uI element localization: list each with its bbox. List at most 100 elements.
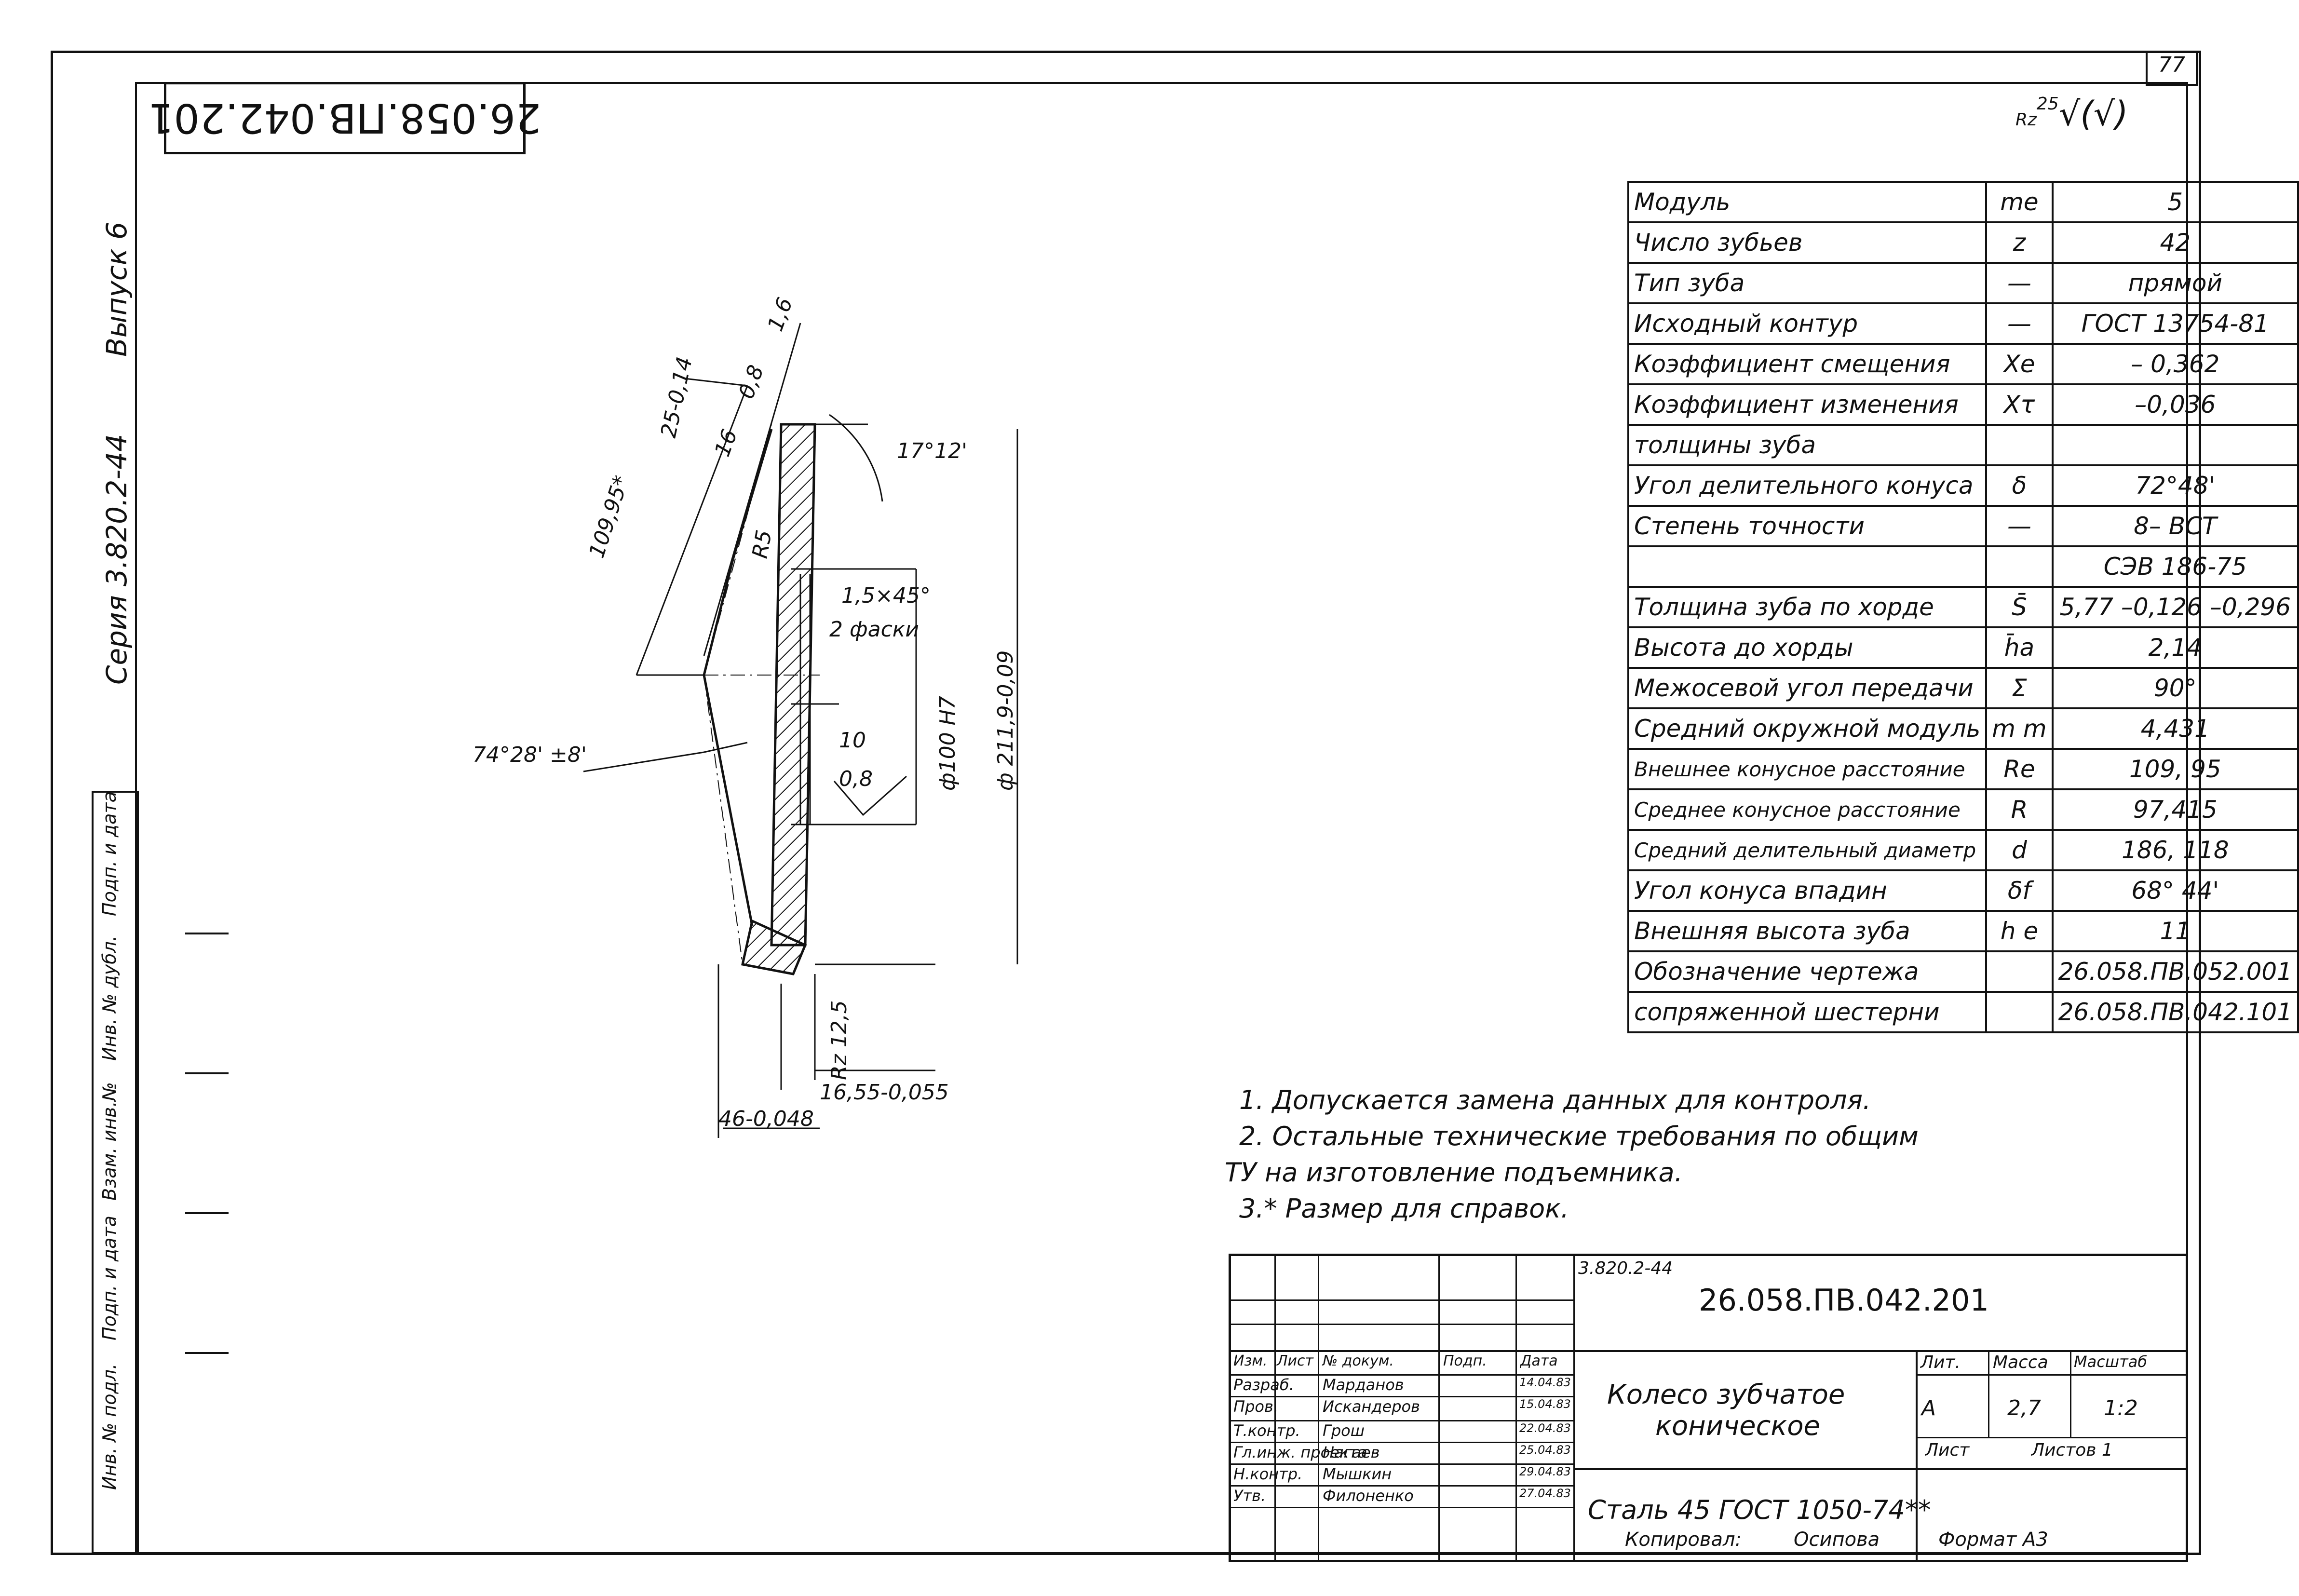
parameter-name: Средний окружной модуль bbox=[1627, 707, 1988, 750]
parameter-value: 90° bbox=[2051, 667, 2299, 709]
tb-date: 29.04.83 bbox=[1519, 1465, 1571, 1478]
sheet-number-box: 77 bbox=[2146, 51, 2198, 86]
title-block: 3.820.2-44 26.058.ПВ.042.201 Изм. Лист №… bbox=[1229, 1254, 2188, 1562]
parameter-symbol bbox=[1985, 950, 2054, 993]
tb-sheets-label: Листов 1 bbox=[2031, 1440, 2113, 1460]
parameter-symbol bbox=[1985, 991, 2054, 1033]
roughness-symbol: Rz25√(√) bbox=[2015, 94, 2128, 134]
tb-date: 25.04.83 bbox=[1519, 1443, 1571, 1457]
parameter-symbol: — bbox=[1985, 262, 2054, 304]
side-divider bbox=[185, 933, 229, 934]
dim-outer: ф 211,9-0,09 bbox=[993, 650, 1018, 791]
dim-10: 10 bbox=[839, 728, 866, 753]
dim-46: 46-0,048 bbox=[718, 1107, 814, 1131]
tb-header-sign: Подп. bbox=[1443, 1353, 1487, 1369]
side-label-2: Инв. № дубл. bbox=[99, 935, 120, 1061]
dim-angle: 17°12' bbox=[897, 439, 967, 463]
parameter-value: 186, 118 bbox=[2051, 829, 2299, 871]
tb-role: Пров. bbox=[1233, 1397, 1278, 1416]
parameter-name: Угол делительного конуса bbox=[1627, 464, 1988, 507]
dim-rz: Rz 12,5 bbox=[827, 1000, 852, 1080]
parameter-row: СЭВ 186-75 bbox=[1627, 545, 2299, 588]
parameter-symbol: h e bbox=[1985, 910, 2054, 952]
parameter-name: Внешнее конусное расстояние bbox=[1627, 748, 1988, 790]
tb-copier-name: Осипова bbox=[1794, 1528, 1880, 1551]
drawing-sheet: 77 26.058.ПВ.042.201 Серия 3.820.2-44 Вы… bbox=[51, 51, 2299, 1562]
dim-109-95: 109,95* bbox=[584, 473, 634, 561]
tb-part-name-2: коническое bbox=[1655, 1410, 1820, 1442]
parameter-symbol bbox=[1985, 424, 2054, 466]
tb-mass-label: Масса bbox=[1993, 1353, 2048, 1372]
parameter-symbol: Xτ bbox=[1985, 383, 2054, 426]
sheet-number: 77 bbox=[2158, 53, 2185, 77]
tb-lit-label: Лит. bbox=[1920, 1353, 1961, 1372]
parameter-name: Межосевой угол передачи bbox=[1627, 667, 1988, 709]
parameter-name: Внешняя высота зуба bbox=[1627, 910, 1988, 952]
tb-role: Утв. bbox=[1233, 1487, 1266, 1505]
parameter-row: Степень точности—8– ВСТ bbox=[1627, 505, 2299, 547]
parameter-value: 2,14 bbox=[2051, 626, 2299, 669]
parameter-value bbox=[2051, 424, 2299, 466]
note-1: 1. Допускается замена данных для контрол… bbox=[1239, 1085, 1871, 1115]
parameter-name: толщины зуба bbox=[1627, 424, 1988, 466]
side-label-5: Инв. № подл. bbox=[99, 1363, 120, 1490]
tb-date: 14.04.83 bbox=[1519, 1376, 1571, 1389]
parameter-value: СЭВ 186-75 bbox=[2051, 545, 2299, 588]
parameter-value: 5 bbox=[2051, 181, 2299, 223]
note-2: 2. Остальные технические требования по о… bbox=[1239, 1121, 1919, 1151]
tb-header-izm: Изм. bbox=[1233, 1353, 1268, 1369]
parameter-name: Средний делительный диаметр bbox=[1627, 829, 1988, 871]
tb-material: Сталь 45 ГОСТ 1050-74** bbox=[1588, 1495, 1931, 1525]
parameter-symbol: δf bbox=[1985, 869, 2054, 912]
parameter-value: 109, 95 bbox=[2051, 748, 2299, 790]
parameter-value: 97,415 bbox=[2051, 788, 2299, 831]
tb-name: Марданов bbox=[1323, 1376, 1404, 1394]
tb-role: Гл.инж. проекта bbox=[1233, 1443, 1367, 1461]
parameter-name: Коэффициент изменения bbox=[1627, 383, 1988, 426]
stamp-box: 26.058.ПВ.042.201 bbox=[148, 82, 541, 154]
tb-name: Грош bbox=[1323, 1421, 1365, 1440]
tb-name: Нагаев bbox=[1323, 1443, 1380, 1461]
dim-16a: 16 bbox=[710, 426, 742, 460]
tb-header-date: Дата bbox=[1520, 1353, 1558, 1369]
parameter-symbol: Σ bbox=[1985, 667, 2054, 709]
side-divider bbox=[185, 1212, 229, 1214]
note-3: ТУ на изготовление подъемника. bbox=[1225, 1157, 1683, 1188]
parameter-symbol: — bbox=[1985, 505, 2054, 547]
parameter-name: Модуль bbox=[1627, 181, 1988, 223]
tb-date: 15.04.83 bbox=[1519, 1397, 1571, 1411]
parameter-value: 26.058.ПВ.052.001 bbox=[2051, 950, 2299, 993]
gear-body-section bbox=[770, 423, 816, 947]
dim-16b: 1,6 bbox=[763, 295, 798, 335]
parameter-value: 4,431 bbox=[2051, 707, 2299, 750]
tb-format: Формат А3 bbox=[1938, 1528, 2048, 1551]
tb-series-small: 3.820.2-44 bbox=[1578, 1258, 1673, 1278]
parameter-value: 68° 44' bbox=[2051, 869, 2299, 912]
tb-sheet-label: Лист bbox=[1925, 1440, 1970, 1460]
parameter-value: 8– ВСТ bbox=[2051, 505, 2299, 547]
tb-header-doc: № докум. bbox=[1323, 1353, 1394, 1369]
parameter-value: – 0,362 bbox=[2051, 343, 2299, 385]
tb-date: 22.04.83 bbox=[1519, 1421, 1571, 1435]
roughness-value: 25 bbox=[2036, 94, 2059, 114]
side-label-4: Подп. и дата bbox=[99, 1216, 120, 1340]
parameter-symbol: R bbox=[1985, 788, 2054, 831]
parameter-name: Тип зуба bbox=[1627, 262, 1988, 304]
tb-role: Т.контр. bbox=[1233, 1421, 1300, 1440]
parameter-symbol: h̄a bbox=[1985, 626, 2054, 669]
side-divider bbox=[185, 1352, 229, 1354]
parameter-symbol: d bbox=[1985, 829, 2054, 871]
dim-bore: ф100 Н7 bbox=[935, 696, 960, 791]
